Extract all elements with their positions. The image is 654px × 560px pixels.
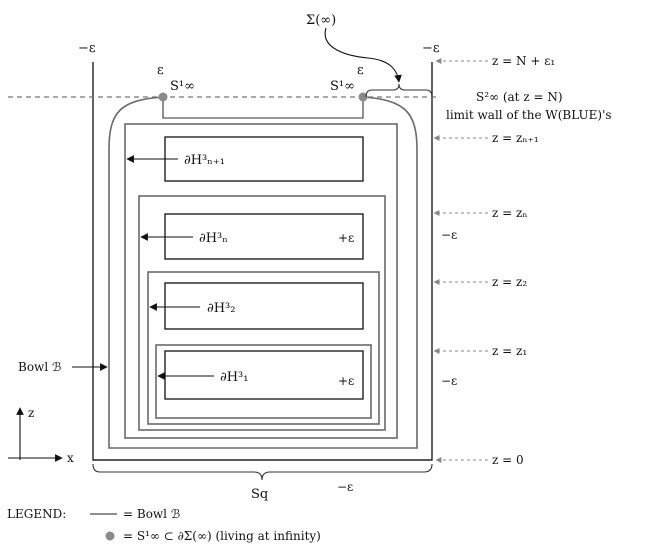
legend-dot — [105, 531, 115, 541]
label-axis-x: x — [67, 451, 74, 465]
wall-2 — [147, 271, 380, 425]
label-axis-z: z — [28, 406, 34, 420]
label-dH-n: ∂H³ₙ — [199, 231, 228, 246]
outer-box-sq — [92, 62, 433, 461]
box-dH-2 — [164, 282, 364, 330]
label-bowl: Bowl ℬ — [18, 360, 61, 374]
label-s1-right: S¹∞ — [330, 79, 355, 94]
sigma-cap-box — [162, 97, 364, 119]
sigma-brace — [365, 83, 433, 98]
label-neg-eps-right: −ε — [422, 41, 440, 56]
box-dH-1 — [164, 350, 364, 400]
label-eps-right: ε — [357, 63, 364, 78]
bowl-curve — [108, 96, 418, 449]
label-sq: Sq — [251, 487, 268, 502]
label-plus-eps-1: +ε — [338, 374, 354, 388]
label-dH-2: ∂H³₂ — [207, 301, 235, 316]
label-z-n1: z = zₙ₊₁ — [492, 131, 539, 145]
label-z-2: z = z₂ — [492, 275, 527, 289]
sq-brace — [92, 463, 433, 481]
box-dH-n — [164, 213, 364, 260]
wall-1 — [155, 344, 372, 419]
legend-line-entry: = Bowl ℬ — [123, 507, 180, 521]
label-neg-eps-bottom: −ε — [337, 480, 353, 494]
label-dH-1: ∂H³₁ — [220, 370, 248, 385]
legend-title: LEGEND: — [7, 507, 66, 521]
label-neg-eps-left: −ε — [78, 41, 96, 56]
label-s2-inf: S²∞ (at z = N) — [476, 90, 563, 104]
legend-dot-entry: = S¹∞ ⊂ ∂Σ(∞) (living at infinity) — [123, 529, 321, 543]
label-z-1: z = z₁ — [492, 344, 527, 358]
label-plus-eps-n: +ε — [338, 231, 354, 245]
label-z-top: z = N + ε₁ — [492, 54, 555, 68]
label-neg-eps-side2: −ε — [441, 374, 457, 388]
label-z-0: z = 0 — [492, 453, 524, 467]
label-dH-n1: ∂H³ₙ₊₁ — [184, 153, 225, 168]
label-s1-left: S¹∞ — [170, 79, 195, 94]
s1-dot-right — [358, 92, 368, 102]
label-limit-wall: limit wall of the W(BLUE)'s — [446, 108, 612, 122]
label-neg-eps-side1: −ε — [441, 228, 457, 242]
label-z-n: z = zₙ — [492, 206, 528, 220]
wall-n — [138, 195, 386, 431]
label-eps-left: ε — [157, 63, 164, 78]
label-sigma-inf: Σ(∞) — [306, 13, 336, 28]
sigma-arrow — [324, 27, 402, 83]
s1-dot-left — [158, 92, 168, 102]
wall-n1 — [124, 123, 398, 439]
